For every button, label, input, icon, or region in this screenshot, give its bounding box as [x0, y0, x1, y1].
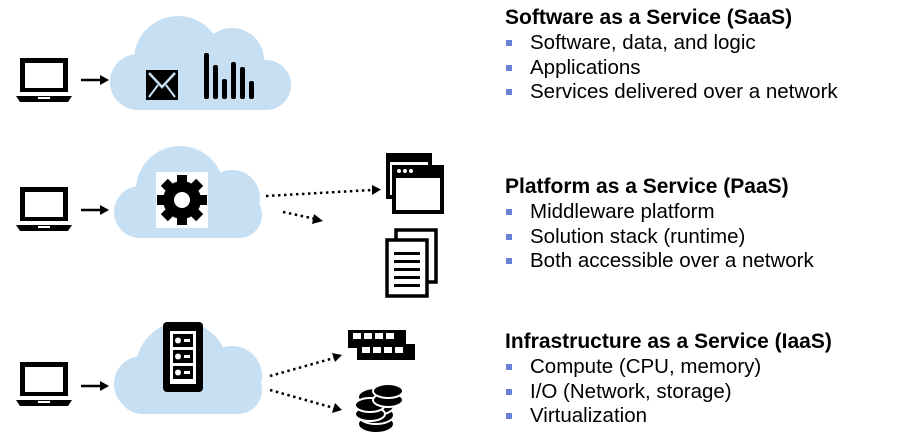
- paas-section: Platform as a Service (PaaS) Middleware …: [505, 174, 814, 274]
- list-item-text: Middleware platform: [530, 200, 715, 223]
- bullet-icon: [506, 413, 512, 419]
- bullet-icon: [506, 233, 512, 240]
- bullet-icon: [506, 258, 512, 264]
- network-switch-icon: [348, 330, 415, 360]
- list-item: I/O (Network, storage): [505, 380, 832, 405]
- iaas-title: Infrastructure as a Service (IaaS): [505, 330, 832, 353]
- list-item: Virtualization: [505, 404, 832, 429]
- iaas-arrow-icon: [79, 379, 111, 393]
- bar-chart-icon: [204, 53, 254, 99]
- saas-cloud-icon: [110, 16, 291, 110]
- list-item: Compute (CPU, memory): [505, 355, 832, 380]
- paas-laptop-icon: [16, 187, 72, 231]
- iaas-section: Infrastructure as a Service (IaaS) Compu…: [505, 329, 832, 429]
- list-item: Middleware platform: [505, 200, 814, 225]
- saas-laptop-icon: [16, 58, 72, 102]
- iaas-list: Compute (CPU, memory) I/O (Network, stor…: [505, 355, 832, 429]
- list-item-text: Solution stack (runtime): [530, 224, 746, 248]
- documents-icon: [385, 228, 438, 298]
- paas-list: Middleware platform Solution stack (runt…: [505, 200, 814, 274]
- iaas-laptop-icon: [16, 362, 72, 406]
- bullet-icon: [506, 388, 512, 395]
- list-item: Software, data, and logic: [505, 31, 838, 56]
- gear-icon: [156, 172, 208, 228]
- list-item: Applications: [505, 56, 838, 81]
- paas-arrow-icon: [79, 203, 111, 217]
- list-item: Both accessible over a network: [505, 249, 814, 274]
- bullet-icon: [506, 364, 512, 370]
- list-item-text: Software, data, and logic: [530, 31, 756, 54]
- browser-windows-icon: [386, 153, 444, 214]
- iaas-dotted-connectors: [269, 353, 342, 413]
- saas-list: Software, data, and logic Applications S…: [505, 31, 838, 105]
- bullet-icon: [506, 89, 512, 95]
- saas-title: Software as a Service (SaaS): [505, 6, 793, 29]
- server-icon: [163, 322, 203, 392]
- list-item-text: Services delivered over a network: [530, 80, 838, 103]
- list-item-text: Both accessible over a network: [530, 249, 814, 272]
- list-item: Solution stack (runtime): [505, 225, 814, 250]
- saas-section: Software as a Service (SaaS) Software, d…: [505, 5, 838, 105]
- bullet-icon: [506, 209, 512, 215]
- database-icon: [354, 383, 404, 434]
- list-item-text: Compute (CPU, memory): [530, 355, 762, 378]
- paas-title: Platform as a Service (PaaS): [505, 175, 789, 198]
- bullet-icon: [506, 64, 512, 71]
- list-item-text: Virtualization: [530, 404, 647, 427]
- envelope-icon: [146, 70, 178, 100]
- bullet-icon: [506, 40, 512, 46]
- paas-dotted-connectors: [265, 185, 381, 224]
- list-item: Services delivered over a network: [505, 80, 838, 105]
- list-item-text: Applications: [530, 55, 641, 79]
- list-item-text: I/O (Network, storage): [530, 379, 732, 403]
- saas-arrow-icon: [79, 73, 111, 87]
